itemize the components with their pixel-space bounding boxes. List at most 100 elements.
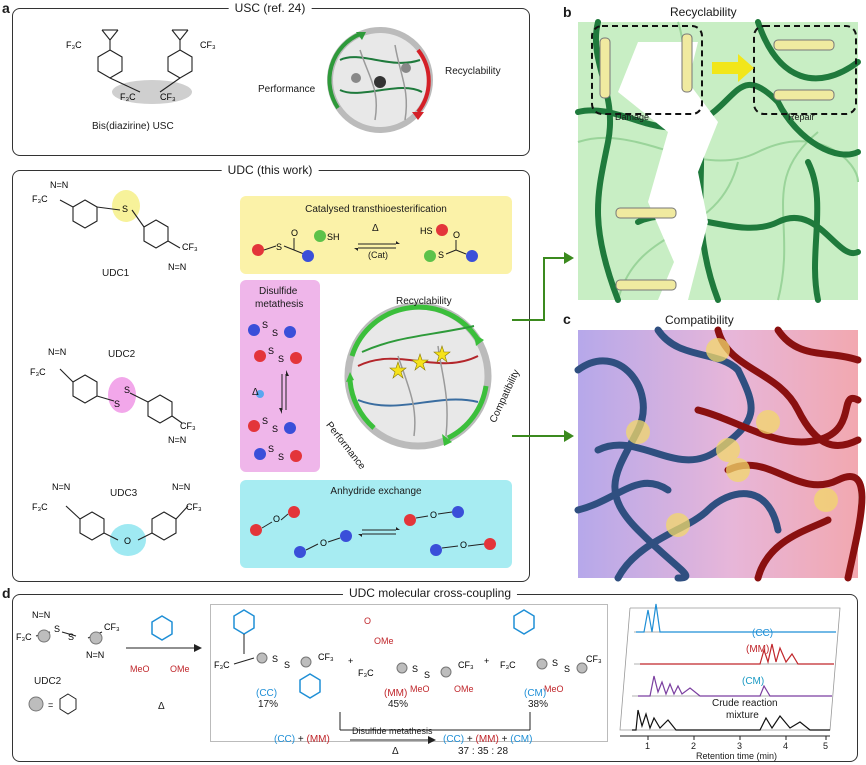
c-title: Compatibility bbox=[665, 313, 734, 327]
disulfide-title-line1: Disulfide bbox=[259, 286, 298, 297]
usc-recyclability-label: Recyclability bbox=[445, 66, 501, 77]
svg-text:N=N: N=N bbox=[86, 650, 104, 660]
panel-label-a: a bbox=[2, 0, 10, 16]
trace-cm-label: (CM) bbox=[742, 676, 765, 687]
svg-text:S: S bbox=[552, 658, 558, 668]
svg-text:F₃C: F₃C bbox=[16, 632, 32, 642]
svg-text:F₃C: F₃C bbox=[214, 660, 230, 670]
svg-text:O: O bbox=[453, 230, 460, 240]
svg-text:S: S bbox=[564, 664, 570, 674]
udc3-molecule: O F₃C CF₃ N=N N=N bbox=[32, 482, 202, 556]
svg-text:S: S bbox=[54, 624, 60, 634]
svg-text:S: S bbox=[272, 654, 278, 664]
svg-text:CF₃: CF₃ bbox=[104, 622, 120, 632]
udc1-label: UDC1 bbox=[102, 268, 130, 279]
anhydride-scheme: O O O O bbox=[250, 506, 496, 558]
svg-text:N=N: N=N bbox=[48, 347, 66, 357]
d-reagents: MeO OMe bbox=[126, 615, 202, 674]
x-tick-2: 2 bbox=[691, 741, 697, 751]
svg-text:S: S bbox=[272, 424, 278, 434]
svg-text:O: O bbox=[291, 228, 298, 238]
disulfide-delta: Δ bbox=[252, 387, 259, 398]
svg-text:S: S bbox=[438, 250, 444, 260]
svg-text:CF₃: CF₃ bbox=[586, 654, 602, 664]
svg-text:OMe: OMe bbox=[374, 636, 394, 646]
d-udc2-molecule: SS F₃C CF₃ N=N N=N bbox=[16, 610, 120, 660]
anhydride-title: Anhydride exchange bbox=[330, 486, 422, 497]
svg-text:MeO: MeO bbox=[544, 684, 564, 694]
d-products-box bbox=[210, 604, 608, 742]
svg-text:N=N: N=N bbox=[50, 180, 68, 190]
d-products-sum: (CC) + (MM) + (CM) bbox=[443, 734, 533, 745]
svg-text:OMe: OMe bbox=[170, 664, 190, 674]
disulfide-scheme: SS SS SS SS bbox=[248, 320, 302, 462]
udc1-molecule: S F₃C CF₃ N=N N=N bbox=[32, 180, 198, 272]
trace-crude-line2: mixture bbox=[726, 710, 759, 721]
x-axis-label: Retention time (min) bbox=[696, 751, 778, 761]
svg-text:S: S bbox=[68, 632, 74, 642]
disulfide-title-line2: metathesis bbox=[255, 299, 304, 310]
disulfide-metathesis-box bbox=[240, 280, 320, 472]
svg-text:F₃C: F₃C bbox=[120, 92, 136, 102]
svg-text:O: O bbox=[460, 540, 467, 550]
svg-text:CF₃: CF₃ bbox=[186, 502, 202, 512]
svg-text:MeO: MeO bbox=[410, 684, 430, 694]
svg-text:S: S bbox=[278, 452, 284, 462]
svg-text:S: S bbox=[262, 320, 268, 330]
svg-text:S: S bbox=[278, 354, 284, 364]
x-tick-5: 5 bbox=[823, 741, 829, 751]
x-tick-4: 4 bbox=[783, 741, 789, 751]
b-damage-label: Damage bbox=[615, 112, 650, 122]
trace-crude-line1: Crude reaction bbox=[712, 698, 778, 709]
b-repair-label: Repair bbox=[788, 112, 815, 122]
usc-molecule-label: Bis(diazirine) USC bbox=[92, 121, 174, 132]
svg-text:F₃C: F₃C bbox=[66, 40, 82, 50]
svg-text:O: O bbox=[273, 514, 280, 524]
svg-text:N=N: N=N bbox=[168, 262, 186, 272]
udc3-label: UDC3 bbox=[110, 488, 138, 499]
anhydride-exchange-box: Anhydride exchange bbox=[240, 480, 512, 568]
svg-text:S: S bbox=[276, 242, 282, 252]
panel-label-b: b bbox=[563, 4, 572, 20]
d-aryl-legend: = bbox=[28, 693, 77, 715]
d-mm-percent: 45% bbox=[388, 699, 409, 710]
trans-catalyst: (Cat) bbox=[368, 250, 388, 260]
svg-text:SH: SH bbox=[327, 232, 340, 242]
svg-text:+: + bbox=[348, 656, 353, 666]
svg-text:CF₃: CF₃ bbox=[182, 242, 198, 252]
d-metathesis-label: Disulfide metathesis bbox=[352, 726, 433, 736]
svg-text:=: = bbox=[48, 700, 53, 710]
d-title: UDC molecular cross-coupling bbox=[342, 586, 518, 600]
svg-text:CF₃: CF₃ bbox=[200, 40, 216, 50]
svg-text:N=N: N=N bbox=[32, 610, 50, 620]
svg-text:S: S bbox=[424, 670, 430, 680]
udc-title: UDC (this work) bbox=[221, 163, 319, 177]
svg-text:S: S bbox=[284, 660, 290, 670]
d-cc-label: (CC) bbox=[256, 688, 278, 699]
d-cm-percent: 38% bbox=[528, 699, 549, 710]
usc-circle-diagram bbox=[327, 27, 433, 133]
svg-text:N=N: N=N bbox=[52, 482, 70, 492]
svg-text:O: O bbox=[124, 536, 131, 546]
udc-circle-diagram bbox=[344, 302, 492, 450]
c-network-image bbox=[574, 326, 866, 582]
d-delta: Δ bbox=[158, 701, 165, 712]
svg-text:CF₃: CF₃ bbox=[160, 92, 176, 102]
d-ratio: 37 : 35 : 28 bbox=[458, 746, 509, 757]
d-products-scheme: F₃C SS CF₃ + O OMe F₃C SS CF₃ MeO OMe + … bbox=[214, 609, 602, 699]
d-cc-percent: 17% bbox=[258, 699, 279, 710]
svg-text:S: S bbox=[262, 416, 268, 426]
svg-text:S: S bbox=[268, 346, 274, 356]
svg-text:F₃C: F₃C bbox=[32, 502, 48, 512]
svg-text:CF₃: CF₃ bbox=[458, 660, 474, 670]
trans-delta: Δ bbox=[372, 223, 379, 234]
b-title: Recyclability bbox=[670, 5, 737, 19]
trace-mm-label: (MM) bbox=[746, 644, 770, 655]
d-udc2-label: UDC2 bbox=[34, 676, 62, 687]
svg-text:S: S bbox=[114, 399, 120, 409]
transthioesterification-box: Catalysed transthioesterification bbox=[240, 196, 512, 274]
panel-label-d: d bbox=[2, 585, 11, 601]
transthioesterification-scheme: S O SH HS S O bbox=[252, 224, 478, 262]
d-metathesis-scheme bbox=[339, 712, 531, 744]
